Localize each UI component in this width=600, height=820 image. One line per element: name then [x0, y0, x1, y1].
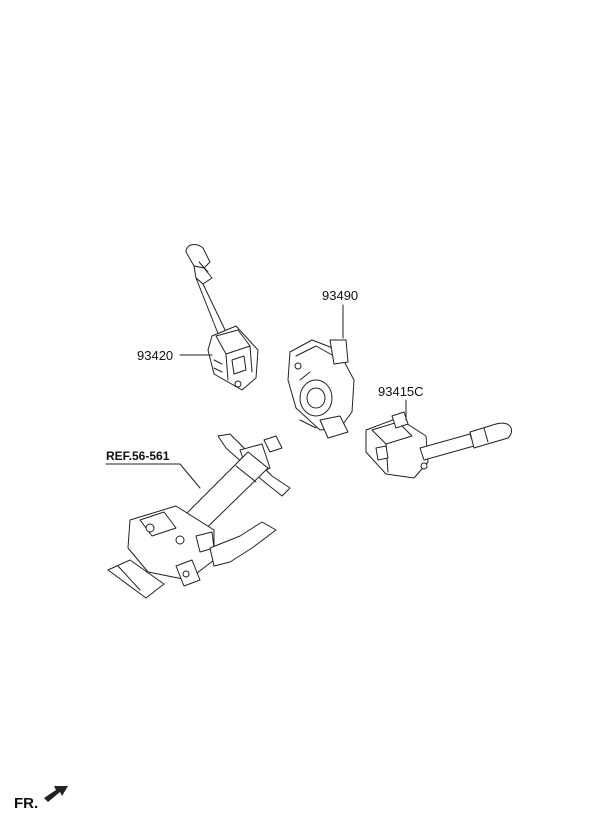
steering-column[interactable]: [107, 433, 291, 599]
part-label-93420: 93420: [137, 348, 173, 363]
part-label-93415c: 93415C: [378, 384, 424, 399]
clock-spring-93490[interactable]: [287, 339, 355, 439]
front-label: FR.: [14, 795, 38, 812]
arrow-icon: [44, 786, 68, 802]
part-label-93490: 93490: [322, 288, 358, 303]
switch-assembly-93420[interactable]: [185, 244, 259, 391]
leader-line-ref-drop: [179, 463, 201, 489]
switch-assembly-93415c[interactable]: [365, 411, 512, 479]
ref-label: REF.56-561: [106, 449, 170, 463]
